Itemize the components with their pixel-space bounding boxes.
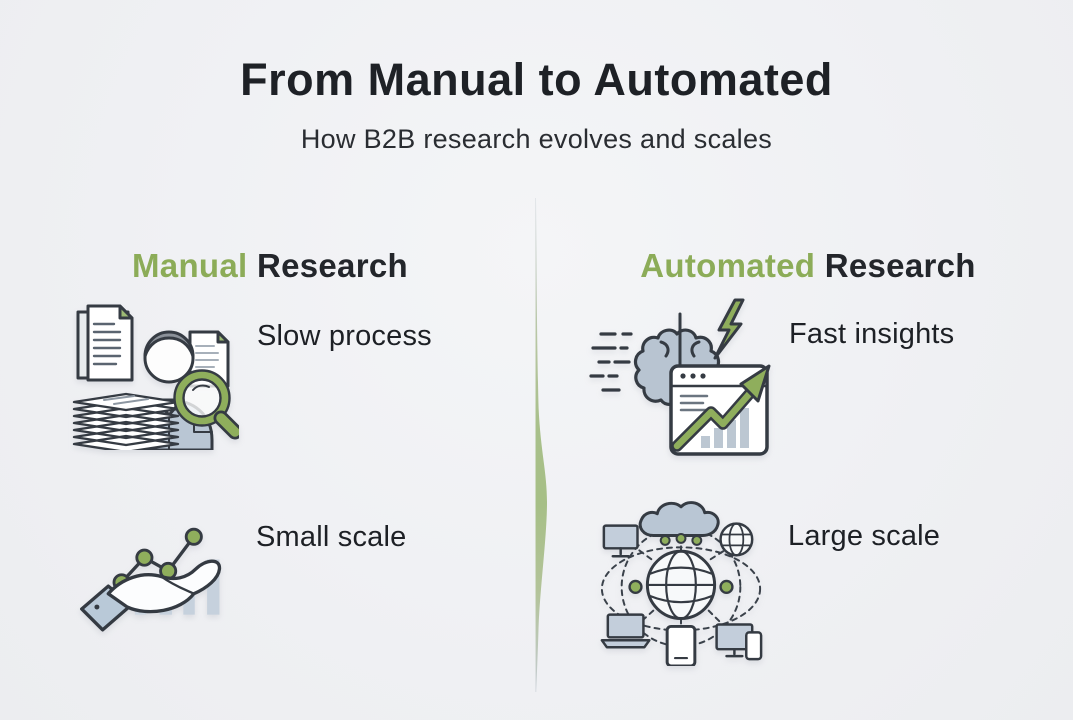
- network-globe-devices-icon: [592, 488, 770, 666]
- item-label: Small scale: [256, 521, 407, 553]
- page-subtitle: How B2B research evolves and scales: [300, 124, 773, 154]
- list-item-large-scale: Large scale: [592, 488, 940, 666]
- center-divider: [535, 198, 547, 692]
- item-label: Fast insights: [789, 318, 955, 350]
- phone-bottom-center: [665, 624, 697, 666]
- right-column-heading: Automated Research: [583, 247, 1033, 285]
- small-globe-top-right: [719, 522, 754, 557]
- page-title: From Manual to Automated: [240, 54, 833, 105]
- documents-person-magnifier-icon: [64, 298, 239, 450]
- hand-holding-chart-icon: [76, 497, 228, 643]
- list-item-slow-process: Slow process: [64, 298, 432, 450]
- left-heading-accent: Manual: [132, 247, 248, 285]
- list-item-fast-insights: Fast insights: [583, 296, 954, 458]
- item-label: Large scale: [788, 520, 941, 552]
- monitor-top-left: [602, 524, 639, 558]
- item-label: Slow process: [257, 320, 432, 352]
- right-heading-rest: Research: [815, 247, 976, 285]
- right-heading-accent: Automated: [640, 247, 816, 285]
- monitor-phone-bottom-right: [715, 623, 763, 661]
- left-heading-rest: Research: [247, 247, 408, 285]
- laptop-bottom-left: [600, 613, 651, 649]
- brain-lightning-growth-chart-icon: [583, 296, 775, 458]
- list-item-small-scale: Small scale: [76, 497, 406, 643]
- left-column-heading: Manual Research: [40, 247, 500, 285]
